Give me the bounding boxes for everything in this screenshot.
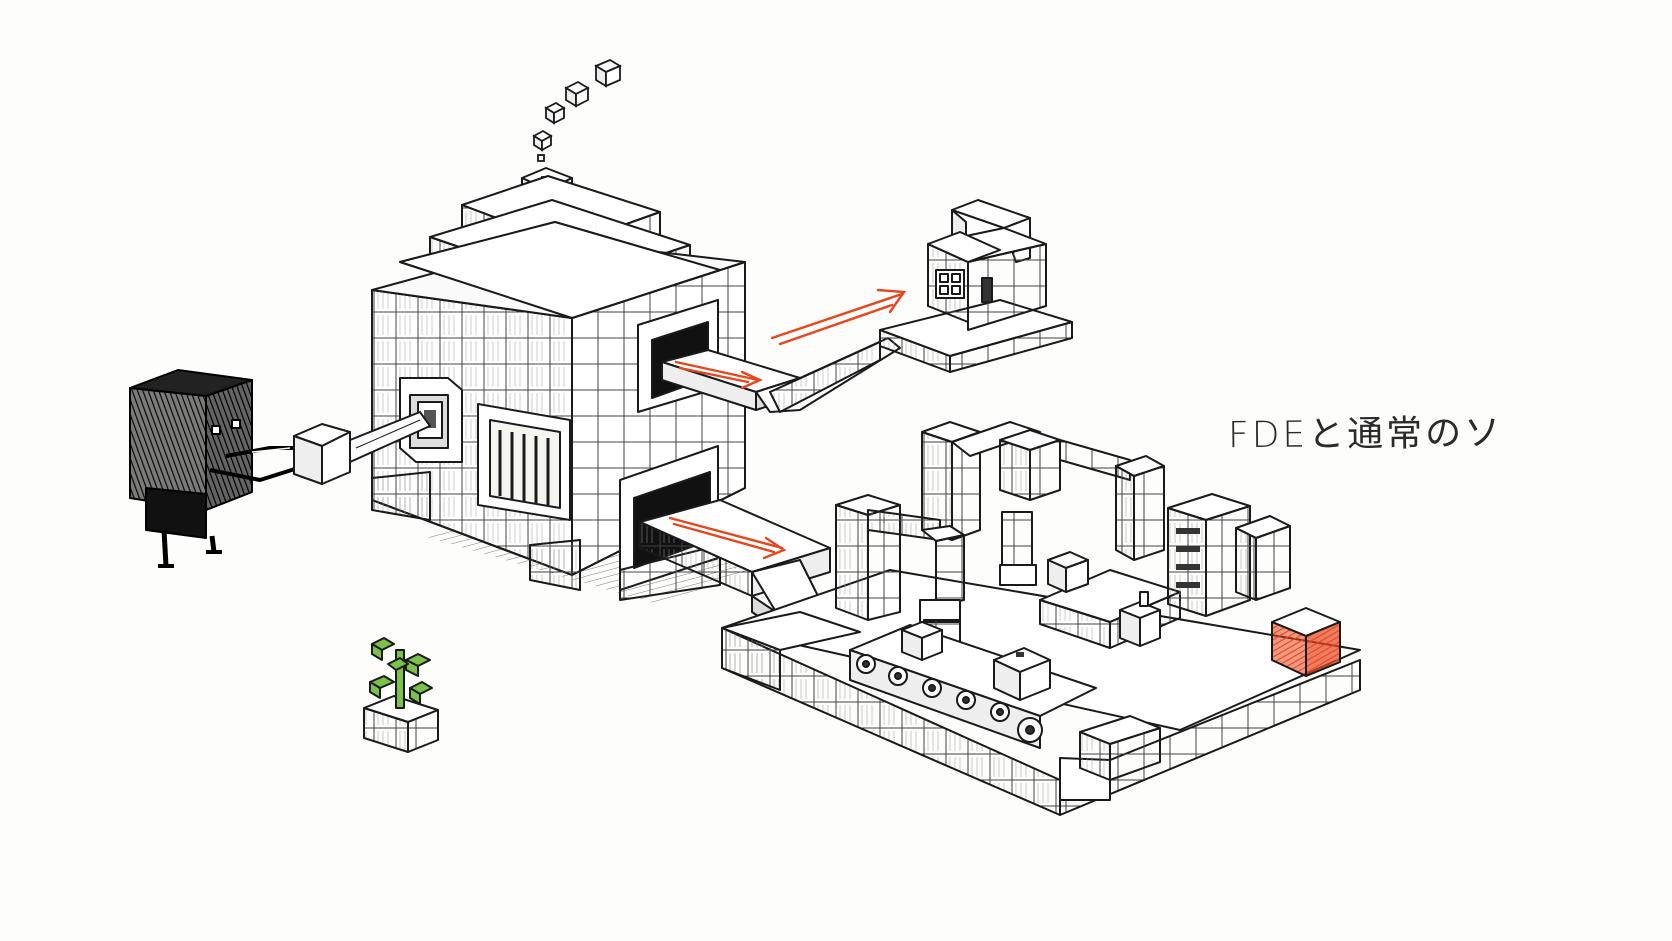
smoke-cube (544, 101, 566, 125)
smoke-cube (532, 129, 553, 152)
smoke-cubes (532, 58, 622, 162)
conveyor-rollers (856, 654, 1043, 743)
handwritten-caption: FDEと通常のソ (1227, 412, 1504, 457)
flow-arrows (668, 288, 907, 560)
arrow-to-padlock (770, 288, 907, 346)
sprout-leaves (369, 637, 433, 705)
padlock-block (927, 199, 1047, 331)
robot-eye-left (211, 425, 221, 435)
smoke-cube (537, 154, 545, 162)
assembly-line-factory (721, 421, 1361, 816)
push-rod (293, 411, 431, 485)
sprout-pot (363, 637, 439, 753)
upper-conveyor (661, 299, 1073, 413)
robot-eye-right (231, 419, 241, 429)
red-block (1271, 607, 1341, 677)
smoke-cube (564, 80, 590, 108)
black-block-robot (129, 369, 299, 568)
smoke-cube (594, 58, 622, 88)
arrow-lower-conveyor (668, 516, 787, 560)
arrow-upper-conveyor (674, 360, 763, 390)
